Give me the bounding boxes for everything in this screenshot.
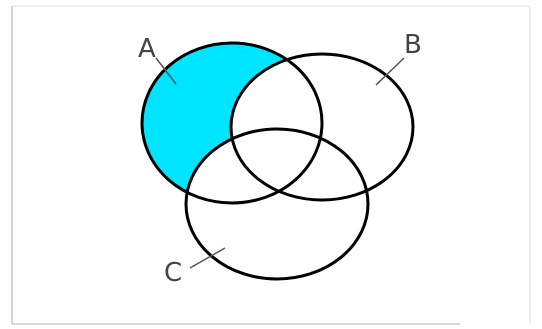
label-a-leader xyxy=(155,57,177,85)
set-b-circle xyxy=(229,52,415,202)
set-a-circle xyxy=(140,41,324,205)
set-c-circle xyxy=(184,127,370,281)
label-a: A xyxy=(138,34,156,64)
label-c-leader xyxy=(189,247,226,269)
label-c: C xyxy=(164,258,182,288)
label-b-leader xyxy=(375,57,405,86)
label-b: B xyxy=(404,30,422,60)
